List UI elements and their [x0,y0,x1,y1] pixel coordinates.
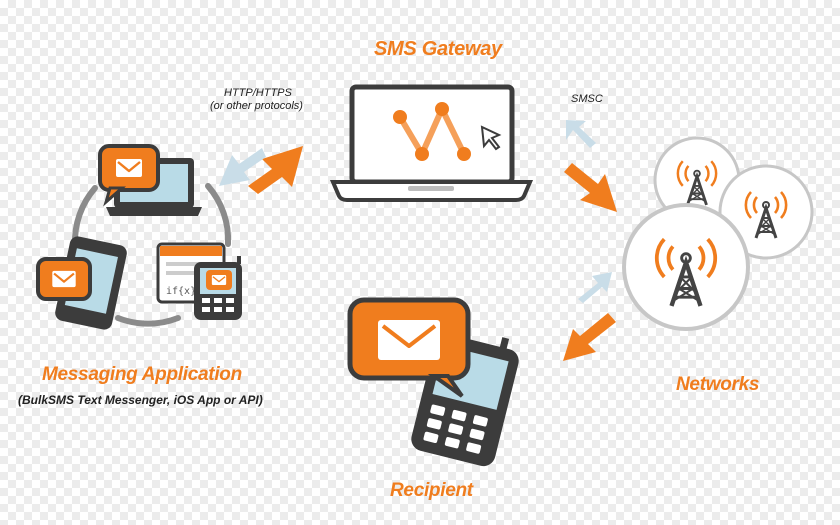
api-code-text: if{x}{ [166,286,202,297]
messaging-app-sub-label: (BulkSMS Text Messenger, iOS App or API) [18,393,263,407]
arrow-networks-to-recipient [563,313,616,361]
protocol-sub-label: (or other protocols) [210,100,303,112]
envelope-icon [98,144,160,207]
arrow-recipient-to-networks [578,272,612,303]
arrow-gateway-to-networks [564,163,617,212]
envelope-icon [347,297,471,398]
network-tower-icon [718,164,814,260]
arrow-app-to-gateway [248,146,303,194]
networks-label: Networks [676,374,760,395]
gateway-laptop-icon [329,84,534,202]
arrow-networks-to-gateway [566,120,596,148]
recipient-label: Recipient [390,480,473,501]
cursor-icon [480,125,502,151]
protocol-label: HTTP/HTTPS [224,87,292,99]
smsc-label: SMSC [571,93,603,105]
envelope-icon [36,257,92,301]
network-tower-icon [622,203,750,331]
gateway-label: SMS Gateway [374,38,502,60]
arrow-gateway-to-app [219,148,266,186]
messaging-app-label: Messaging Application [42,364,242,385]
feature-phone-icon [194,256,242,320]
